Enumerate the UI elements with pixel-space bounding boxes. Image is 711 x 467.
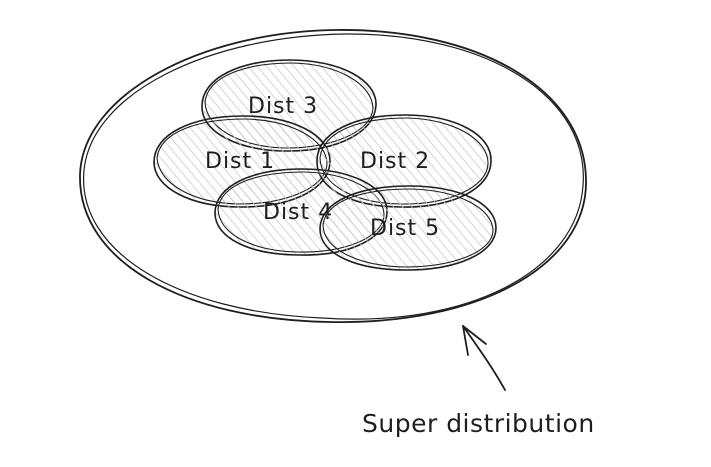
dist-1-label: Dist 1 bbox=[205, 149, 275, 174]
pointer-arrow bbox=[462, 325, 506, 391]
dist-2-label: Dist 2 bbox=[360, 149, 430, 174]
dist-3-label: Dist 3 bbox=[248, 94, 318, 119]
dist-5-region: Dist 5 bbox=[319, 185, 497, 271]
super-distribution-ellipse bbox=[79, 29, 587, 323]
super-distribution-label: Super distribution bbox=[362, 409, 595, 438]
dist-5-label: Dist 5 bbox=[370, 216, 440, 241]
